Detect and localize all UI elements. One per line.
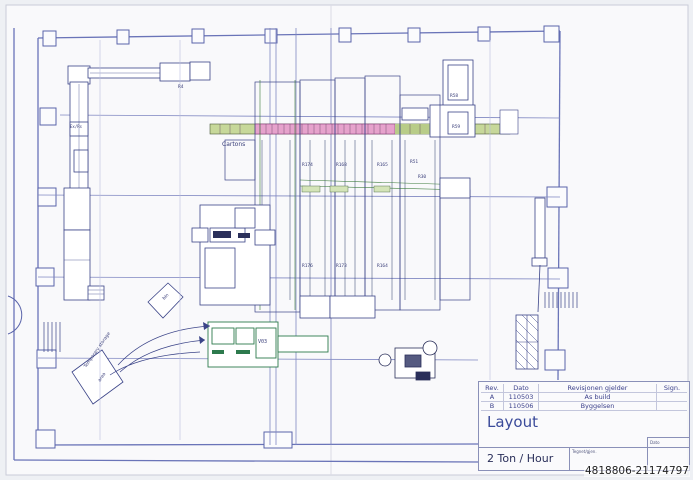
title-divider-vertical-2 bbox=[647, 437, 648, 471]
label-tag-r174: R174 bbox=[302, 162, 313, 168]
title-block: Rev. Dato Revisjonen gjelder Sign. A 110… bbox=[478, 381, 690, 471]
rev-row-date: 110503 bbox=[503, 393, 538, 401]
rev-row-desc: Byggelsen bbox=[538, 402, 656, 410]
rev-row-desc: As build bbox=[538, 393, 656, 401]
door-arc bbox=[7, 295, 23, 335]
column-markers bbox=[35, 25, 569, 449]
title-small-label-2: Dato bbox=[650, 440, 660, 445]
label-tag-r51: R51 bbox=[410, 159, 418, 165]
rev-header-sign: Sign. bbox=[656, 384, 687, 392]
label-tag-r176: R176 bbox=[302, 263, 313, 269]
label-dock-2: area bbox=[97, 371, 108, 383]
rev-row-rev: A bbox=[489, 393, 495, 401]
label-bin: bin bbox=[161, 292, 170, 301]
upper-right-machine bbox=[401, 59, 476, 138]
title-small-label: Tegnet/gjen. bbox=[572, 449, 597, 454]
title-divider-vertical bbox=[569, 447, 570, 471]
drawing-title: Layout bbox=[487, 413, 538, 431]
rev-header-rev: Rev. bbox=[485, 384, 499, 392]
left-conveyor-detail bbox=[64, 72, 160, 295]
rev-header-desc: Revisjonen gjelder bbox=[538, 384, 656, 392]
watermark-id: 4818806-21174797 bbox=[584, 465, 690, 477]
rev-row-date: 110506 bbox=[503, 402, 538, 410]
bottom-station bbox=[207, 321, 329, 368]
label-tag-r164: R164 bbox=[377, 263, 388, 269]
label-tag-top2: R59 bbox=[452, 124, 460, 130]
left-striped-area bbox=[43, 322, 61, 352]
label-tag-r173: R173 bbox=[336, 263, 347, 269]
pallet-area bbox=[515, 292, 578, 370]
label-tag-top1: R58 bbox=[450, 93, 458, 99]
revision-row: A 110503 As build bbox=[481, 393, 687, 402]
right-chute bbox=[537, 264, 541, 313]
label-tag-v03: V03 bbox=[258, 339, 267, 345]
capacity-label: 2 Ton / Hour bbox=[487, 452, 554, 465]
faint-lines bbox=[99, 40, 491, 440]
title-divider bbox=[479, 447, 689, 448]
dock-area bbox=[71, 282, 211, 405]
rev-row-sign bbox=[656, 393, 687, 401]
label-tag-r165: R165 bbox=[377, 162, 388, 168]
label-tag-r30: R30 bbox=[418, 174, 426, 180]
label-tag-r168: R168 bbox=[336, 162, 347, 168]
rev-row-rev: B bbox=[489, 402, 495, 410]
label-tag-r4: R4 bbox=[178, 84, 184, 90]
rev-header-date: Dato bbox=[503, 384, 538, 392]
lower-right-machine bbox=[378, 340, 438, 381]
revision-header: Rev. Dato Revisjonen gjelder Sign. bbox=[481, 384, 687, 393]
chamber-inner-lines bbox=[261, 140, 436, 300]
label-cartons: Cartons bbox=[222, 141, 245, 148]
middle-machines bbox=[191, 204, 376, 319]
right-conveyor bbox=[439, 177, 548, 267]
main-line bbox=[209, 109, 519, 135]
bottom-station-text bbox=[212, 350, 250, 354]
revision-row: B 110506 Byggelsen bbox=[481, 402, 687, 411]
title-divider-2 bbox=[647, 437, 689, 438]
rev-row-sign bbox=[656, 402, 687, 410]
label-tag-left: Ex/Rs bbox=[70, 124, 83, 129]
revision-table: Rev. Dato Revisjonen gjelder Sign. A 110… bbox=[481, 384, 687, 411]
chamber-tags bbox=[301, 185, 391, 193]
middle-dark-parts bbox=[213, 231, 250, 238]
